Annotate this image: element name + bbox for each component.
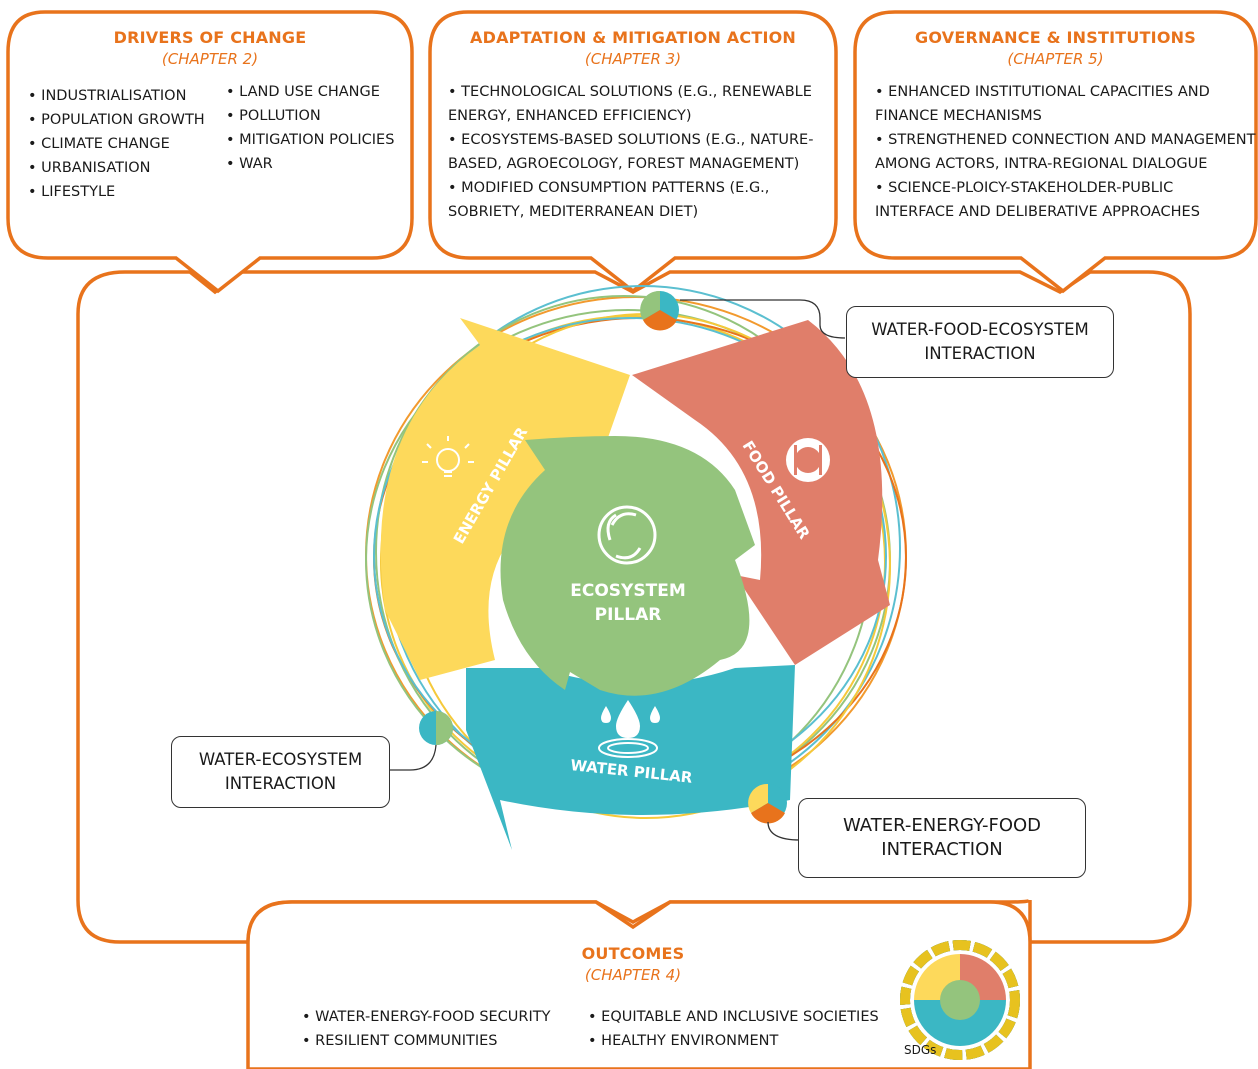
adaptation-box: ADAPTATION & MITIGATION ACTION (CHAPTER …: [430, 12, 836, 258]
adaptation-chapter: (CHAPTER 3): [584, 50, 682, 68]
list-item-continued: FINANCE MECHANISMS: [875, 108, 1042, 124]
water-food-ecosystem-interaction-label: WATER-FOOD-ECOSYSTEM INTERACTION: [846, 306, 1114, 378]
list-item: MITIGATION POLICIES: [226, 128, 394, 152]
list-item: POPULATION GROWTH: [28, 108, 205, 132]
outcomes-left-list: WATER-ENERGY-FOOD SECURITY RESILIENT COM…: [302, 1005, 551, 1053]
list-item-continued: AMONG ACTORS, INTRA-REGIONAL DIALOGUE: [875, 156, 1208, 172]
adaptation-title: ADAPTATION & MITIGATION ACTION: [470, 28, 796, 47]
list-item: INDUSTRIALISATION: [28, 84, 205, 108]
ecosystem-pillar-label-2: PILLAR: [595, 605, 662, 625]
wfe-connector: [680, 299, 846, 339]
label-line: WATER-ECOSYSTEM: [198, 750, 363, 769]
governance-chapter: (CHAPTER 5): [1007, 50, 1104, 68]
wfe-marker-icon: [640, 290, 679, 331]
label-line: INTERACTION: [881, 839, 1003, 860]
list-item: LAND USE CHANGE: [226, 80, 394, 104]
list-item: LIFESTYLE: [28, 180, 205, 204]
label-line: WATER-FOOD-ECOSYSTEM: [871, 320, 1089, 339]
drivers-title: DRIVERS OF CHANGE: [113, 28, 307, 47]
fork-knife-plate-icon: [786, 438, 830, 482]
governance-title: GOVERNANCE & INSTITUTIONS: [915, 28, 1196, 47]
outcomes-right-list: EQUITABLE AND INCLUSIVE SOCIETIES HEALTH…: [588, 1005, 879, 1053]
sdgs-label: SDGs: [904, 1043, 937, 1057]
list-item: POLLUTION: [226, 104, 394, 128]
list-item: MODIFIED CONSUMPTION PATTERNS (E.G.,: [448, 176, 834, 200]
outcomes-box: OUTCOMES (CHAPTER 4) WATER-ENERGY-FOOD S…: [248, 902, 1030, 1069]
list-item: EQUITABLE AND INCLUSIVE SOCIETIES: [588, 1005, 879, 1029]
list-item: ENHANCED INSTITUTIONAL CAPACITIES AND: [875, 80, 1256, 104]
list-item: SCIENCE-PLOICY-STAKEHOLDER-PUBLIC: [875, 176, 1256, 200]
label-line: INTERACTION: [224, 774, 337, 793]
outcomes-chapter: (CHAPTER 4): [584, 966, 682, 984]
energy-pillar-arrow: [380, 318, 630, 680]
water-ecosystem-interaction-label: WATER-ECOSYSTEM INTERACTION: [171, 736, 390, 808]
recycle-leaf-icon: [597, 505, 657, 565]
list-item-continued: SOBRIETY, MEDITERRANEAN DIET): [448, 204, 699, 220]
list-item: ECOSYSTEMS-BASED SOLUTIONS (E.G., NATURE…: [448, 128, 834, 152]
ecosystem-pillar-shape: [500, 436, 755, 696]
adaptation-list: TECHNOLOGICAL SOLUTIONS (E.G., RENEWABLE…: [448, 80, 834, 224]
wef-connector: [767, 821, 801, 841]
food-pillar-arrow: [632, 320, 890, 665]
water-drop-icon: [598, 700, 660, 758]
governance-list: ENHANCED INSTITUTIONAL CAPACITIES AND FI…: [875, 80, 1256, 224]
drivers-left-list: INDUSTRIALISATION POPULATION GROWTH CLIM…: [28, 84, 205, 204]
we-connector: [390, 744, 437, 771]
list-item: HEALTHY ENVIRONMENT: [588, 1029, 879, 1053]
main-frame: [76, 270, 1192, 945]
list-item: STRENGTHENED CONNECTION AND MANAGEMENT: [875, 128, 1256, 152]
list-item: WAR: [226, 152, 394, 176]
label-line: WATER-ENERGY-FOOD: [842, 815, 1042, 836]
list-item-continued: INTERFACE AND DELIBERATIVE APPROACHES: [875, 204, 1200, 220]
list-item: CLIMATE CHANGE: [28, 132, 205, 156]
list-item: WATER-ENERGY-FOOD SECURITY: [302, 1005, 550, 1029]
list-item: RESILIENT COMMUNITIES: [302, 1029, 551, 1053]
list-item: TECHNOLOGICAL SOLUTIONS (E.G., RENEWABLE: [448, 80, 834, 104]
list-item-continued: BASED, AGROECOLOGY, FOREST MANAGEMENT): [448, 156, 800, 172]
ecosystem-pillar-label-1: ECOSYSTEM: [570, 581, 685, 601]
drivers-right-list: LAND USE CHANGE POLLUTION MITIGATION POL…: [226, 80, 394, 176]
lightbulb-icon: [422, 436, 474, 477]
governance-box: GOVERNANCE & INSTITUTIONS (CHAPTER 5) EN…: [855, 12, 1256, 258]
label-line: INTERACTION: [924, 344, 1036, 363]
drivers-box: DRIVERS OF CHANGE (CHAPTER 2) INDUSTRIAL…: [8, 12, 412, 258]
outcomes-title: OUTCOMES: [581, 944, 685, 963]
list-item-continued: ENERGY, ENHANCED EFFICIENCY): [448, 108, 692, 124]
wef-marker-icon: [748, 783, 787, 824]
list-item: URBANISATION: [28, 156, 205, 180]
we-marker-icon: [419, 711, 453, 745]
drivers-chapter: (CHAPTER 2): [161, 50, 259, 68]
water-energy-food-interaction-label: WATER-ENERGY-FOOD INTERACTION: [798, 798, 1086, 878]
